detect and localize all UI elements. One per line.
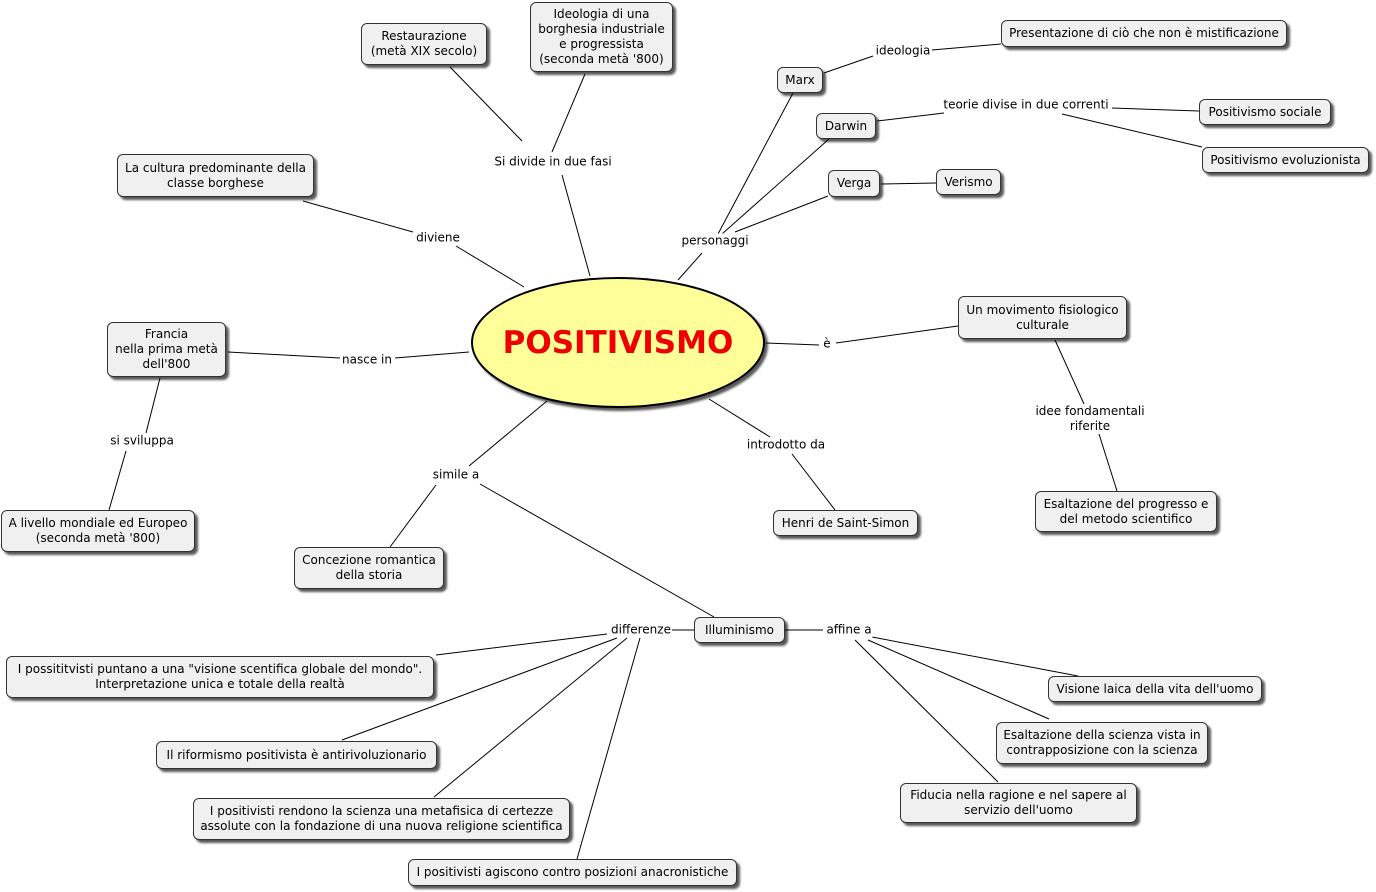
node-marx[interactable]: Marx bbox=[777, 67, 823, 93]
edge-affine-visione bbox=[871, 636, 1079, 677]
edge-personaggi-darwin bbox=[721, 138, 830, 235]
node-fiducia-ragione[interactable]: Fiducia nella ragione e nel sapere al se… bbox=[900, 783, 1137, 823]
node-ideologia-borghesia[interactable]: Ideologia di una borghesia industriale e… bbox=[530, 2, 673, 72]
node-restaurazione[interactable]: Restaurazione (metà XIX secolo) bbox=[361, 23, 487, 65]
node-differenza-anacronistiche[interactable]: I positivisti agiscono contro posizioni … bbox=[408, 859, 737, 886]
edge-sviluppa-mondiale bbox=[108, 450, 127, 511]
label-diviene: diviene bbox=[415, 230, 461, 246]
label-introdotto-da: introdotto da bbox=[745, 437, 827, 453]
node-differenza-metafisica[interactable]: I positivisti rendono la scienza una met… bbox=[193, 798, 570, 840]
edge-teorie-evoluzionista bbox=[1061, 113, 1203, 148]
edge-verga-verismo bbox=[880, 182, 937, 185]
edge-central-introdotto bbox=[708, 398, 771, 438]
node-cultura-borghese[interactable]: La cultura predominante della classe bor… bbox=[117, 154, 314, 197]
edge-introdotto-saint-simon bbox=[791, 453, 836, 511]
node-esaltazione-scienza[interactable]: Esaltazione della scienza vista in contr… bbox=[996, 722, 1208, 764]
edge-affine-esaltazione bbox=[867, 639, 1050, 720]
edge-cultura bbox=[302, 200, 414, 233]
edge-nasce-central bbox=[394, 351, 470, 359]
label-nasce-in: nasce in bbox=[341, 352, 393, 368]
edge-simile-illuminismo bbox=[479, 483, 715, 618]
edge-differenze-diff4 bbox=[576, 637, 641, 860]
node-movimento-fisiologico[interactable]: Un movimento fisiologico culturale bbox=[958, 296, 1127, 339]
edge-ideologia-presentazione bbox=[931, 43, 1002, 51]
edge-simile-concezione bbox=[389, 484, 437, 548]
edge-francia-sviluppa bbox=[145, 377, 161, 434]
label-teorie: teorie divise in due correnti bbox=[942, 97, 1110, 113]
edge-affine-fiducia bbox=[854, 639, 999, 783]
label-e: è bbox=[822, 336, 832, 352]
edge-e-movimento bbox=[835, 325, 959, 344]
node-concezione-romantica[interactable]: Concezione romantica della storia bbox=[294, 547, 444, 589]
edge-francia bbox=[227, 351, 341, 359]
node-darwin[interactable]: Darwin bbox=[816, 113, 876, 139]
label-differenze: differenze bbox=[610, 622, 672, 638]
edge-idee-esaltazione bbox=[1098, 433, 1118, 492]
edge-diviene-central bbox=[455, 245, 525, 288]
edge-si-divide-central bbox=[561, 174, 591, 277]
edge-ideologia-borghesia bbox=[551, 73, 586, 153]
edge-personaggi-verga bbox=[734, 195, 829, 233]
edge-movimento-idee bbox=[1054, 339, 1085, 405]
edge-central-personaggi bbox=[677, 252, 703, 281]
label-personaggi: personaggi bbox=[680, 233, 750, 249]
edge-restaurazione bbox=[449, 66, 523, 142]
edge-differenze-diff2 bbox=[341, 637, 618, 741]
label-simile-a: simile a bbox=[431, 467, 481, 483]
node-positivismo-sociale[interactable]: Positivismo sociale bbox=[1199, 99, 1331, 125]
node-verga[interactable]: Verga bbox=[828, 170, 880, 197]
node-livello-mondiale[interactable]: A livello mondiale ed Europeo (seconda m… bbox=[1, 510, 195, 552]
label-ideologia: ideologia bbox=[874, 43, 932, 59]
node-positivismo-evoluzionista[interactable]: Positivismo evoluzionista bbox=[1202, 147, 1369, 173]
node-visione-laica[interactable]: Visione laica della vita dell'uomo bbox=[1048, 676, 1262, 702]
node-esaltazione-progresso[interactable]: Esaltazione del progresso e del metodo s… bbox=[1035, 491, 1217, 532]
edge-central-simile bbox=[468, 400, 548, 467]
central-title: POSITIVISMO bbox=[502, 324, 734, 361]
node-presentazione[interactable]: Presentazione di ciò che non è mistifica… bbox=[1001, 20, 1287, 47]
node-francia[interactable]: Francia nella prima metà dell'800 bbox=[107, 322, 226, 377]
label-si-divide: Si divide in due fasi bbox=[493, 154, 613, 170]
label-affine-a: affine a bbox=[825, 622, 873, 638]
edge-central-e bbox=[765, 342, 820, 346]
label-si-sviluppa: si sviluppa bbox=[109, 433, 175, 449]
edge-marx-ideologia bbox=[823, 55, 874, 74]
node-verismo[interactable]: Verismo bbox=[936, 169, 1001, 195]
node-saint-simon[interactable]: Henri de Saint-Simon bbox=[773, 510, 918, 536]
node-differenza-riformismo[interactable]: Il riformismo positivista è antirivoluzi… bbox=[156, 741, 437, 769]
edge-teorie-sociale bbox=[1111, 107, 1200, 112]
edge-personaggi-marx bbox=[717, 92, 794, 235]
central-concept-positivismo[interactable]: POSITIVISMO bbox=[471, 277, 765, 408]
node-illuminismo[interactable]: Illuminismo bbox=[694, 617, 785, 643]
node-differenza-visione-globale[interactable]: I possititvisti puntano a una "visione s… bbox=[6, 656, 434, 698]
edge-differenze-diff3 bbox=[433, 637, 628, 798]
label-idee-fondamentali: idee fondamentali riferite bbox=[1034, 404, 1146, 434]
edge-darwin-teorie bbox=[876, 112, 945, 122]
edge-differenze-diff1 bbox=[435, 633, 608, 656]
